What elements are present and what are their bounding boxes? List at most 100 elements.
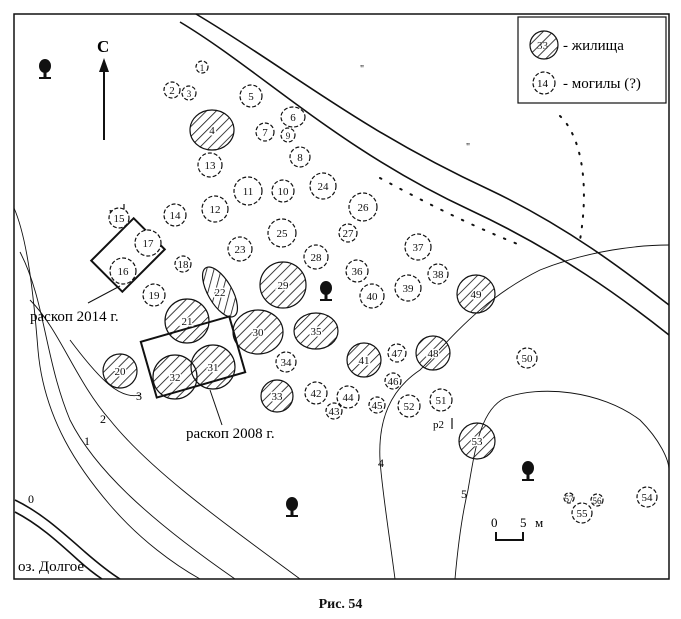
grave-outline: [338, 223, 358, 243]
grave-outline: [345, 259, 369, 283]
feature-number: 40: [367, 291, 379, 303]
grave-feature: 18: [174, 255, 192, 273]
feature-number: 38: [433, 269, 445, 281]
dwelling-outline: [201, 266, 239, 318]
dwelling-feature: 53: [458, 422, 496, 460]
figure-caption: Рис. 54: [318, 597, 363, 612]
feature-number: 26: [358, 202, 370, 214]
grave-feature: 5: [239, 84, 263, 108]
grave-outline: [516, 347, 538, 369]
grave-outline: [181, 85, 197, 101]
feature-number: 24: [318, 181, 330, 193]
grave-outline: [174, 255, 192, 273]
feature-number: 4: [209, 125, 215, 137]
grave-outline: [197, 152, 223, 178]
dwelling-outline: [259, 261, 307, 309]
feature-number: 5: [248, 91, 254, 103]
feature-number: 14: [170, 210, 182, 222]
dwelling-outline: [456, 274, 496, 314]
grave-outline: [303, 244, 329, 270]
grave-outline: [387, 343, 407, 363]
road: [179, 13, 670, 336]
grave-feature: 45: [368, 396, 386, 414]
feature-number: 29: [278, 280, 290, 292]
feature-number: 32: [170, 372, 181, 384]
feature-number: 41: [359, 355, 370, 367]
feature-number: 43: [329, 406, 341, 418]
feature-number: 39: [403, 283, 415, 295]
grave-feature: 6: [280, 106, 306, 128]
feature-number: 36: [352, 266, 364, 278]
grave-feature: 44: [336, 385, 360, 409]
grave-outline: [336, 385, 360, 409]
grave-outline: [163, 203, 187, 227]
contour-label: 1: [84, 434, 90, 448]
grave-outline: [571, 502, 593, 524]
grave-feature: 14: [163, 203, 187, 227]
grave-outline: [275, 351, 297, 373]
feature-number: 17: [143, 238, 155, 250]
feature-number: 56: [593, 496, 603, 506]
feature-number: 33: [272, 391, 284, 403]
tree-icon: [522, 461, 534, 481]
dwelling-outline: [260, 379, 294, 413]
feature-number: 20: [115, 366, 127, 378]
grave-feature: 28: [303, 244, 329, 270]
grave-outline: [267, 218, 297, 248]
north-arrow: С: [97, 37, 109, 140]
grave-feature: 47: [387, 343, 407, 363]
feature-number: 55: [577, 508, 589, 520]
pit-label: р2: [433, 419, 444, 431]
feature-number: 27: [343, 228, 355, 240]
grave-outline: [590, 493, 604, 507]
grave-outline: [309, 172, 337, 200]
dwelling-feature: 33: [260, 379, 294, 413]
grave-feature: 13: [197, 152, 223, 178]
dwelling-feature: 29: [259, 261, 307, 309]
grave-feature: 39: [394, 274, 422, 302]
dwelling-feature: 32: [152, 354, 198, 400]
grave-outline: [636, 486, 658, 508]
feature-number: 2: [169, 85, 175, 97]
feature-number: 22: [215, 287, 226, 299]
lake-label: оз. Долгое: [18, 559, 84, 575]
feature-number: 18: [178, 259, 190, 271]
grave-feature: 42: [304, 381, 328, 405]
feature-number: 50: [522, 353, 534, 365]
grave-outline: [255, 122, 275, 142]
grave-feature: 40: [359, 283, 385, 309]
tree-icons: [39, 59, 534, 517]
feature-number: 10: [278, 186, 290, 198]
tree-icon: [320, 281, 332, 301]
dwelling-outline: [346, 342, 382, 378]
scale-zero: 0: [491, 515, 498, 530]
dwelling-feature: 41: [346, 342, 382, 378]
dwelling-feature: 22: [201, 266, 239, 318]
feature-number: 12: [210, 204, 221, 216]
grave-feature: 2: [163, 81, 181, 99]
contour-label: 0: [28, 492, 34, 506]
legend: 33 - жилища 14 - могилы (?): [517, 16, 667, 104]
grave-outline: [195, 60, 209, 74]
dwelling-feature: 35: [293, 312, 339, 350]
grave-outline: [429, 388, 453, 412]
grave-feature: 54: [636, 486, 658, 508]
feature-number: 44: [343, 392, 355, 404]
contour-label: 2: [100, 412, 106, 426]
grave-feature: 25: [267, 218, 297, 248]
grave-feature: 26: [348, 192, 378, 222]
dwelling-feature: 21: [164, 298, 210, 344]
scale-unit: м: [535, 515, 543, 530]
grave-feature: 3: [181, 85, 197, 101]
feature-number: 30: [253, 327, 265, 339]
grave-feature: 19: [142, 283, 166, 307]
dwelling-outline: [102, 353, 138, 389]
excavation-2014-label: раскоп 2014 г.: [30, 309, 119, 325]
grave-outline: [394, 274, 422, 302]
dwelling-feature: 48: [415, 335, 451, 371]
feature-number: 47: [392, 348, 404, 360]
grave-feature: 52: [397, 394, 421, 418]
grave-outline: [404, 233, 432, 261]
feature-number: 54: [642, 492, 654, 504]
